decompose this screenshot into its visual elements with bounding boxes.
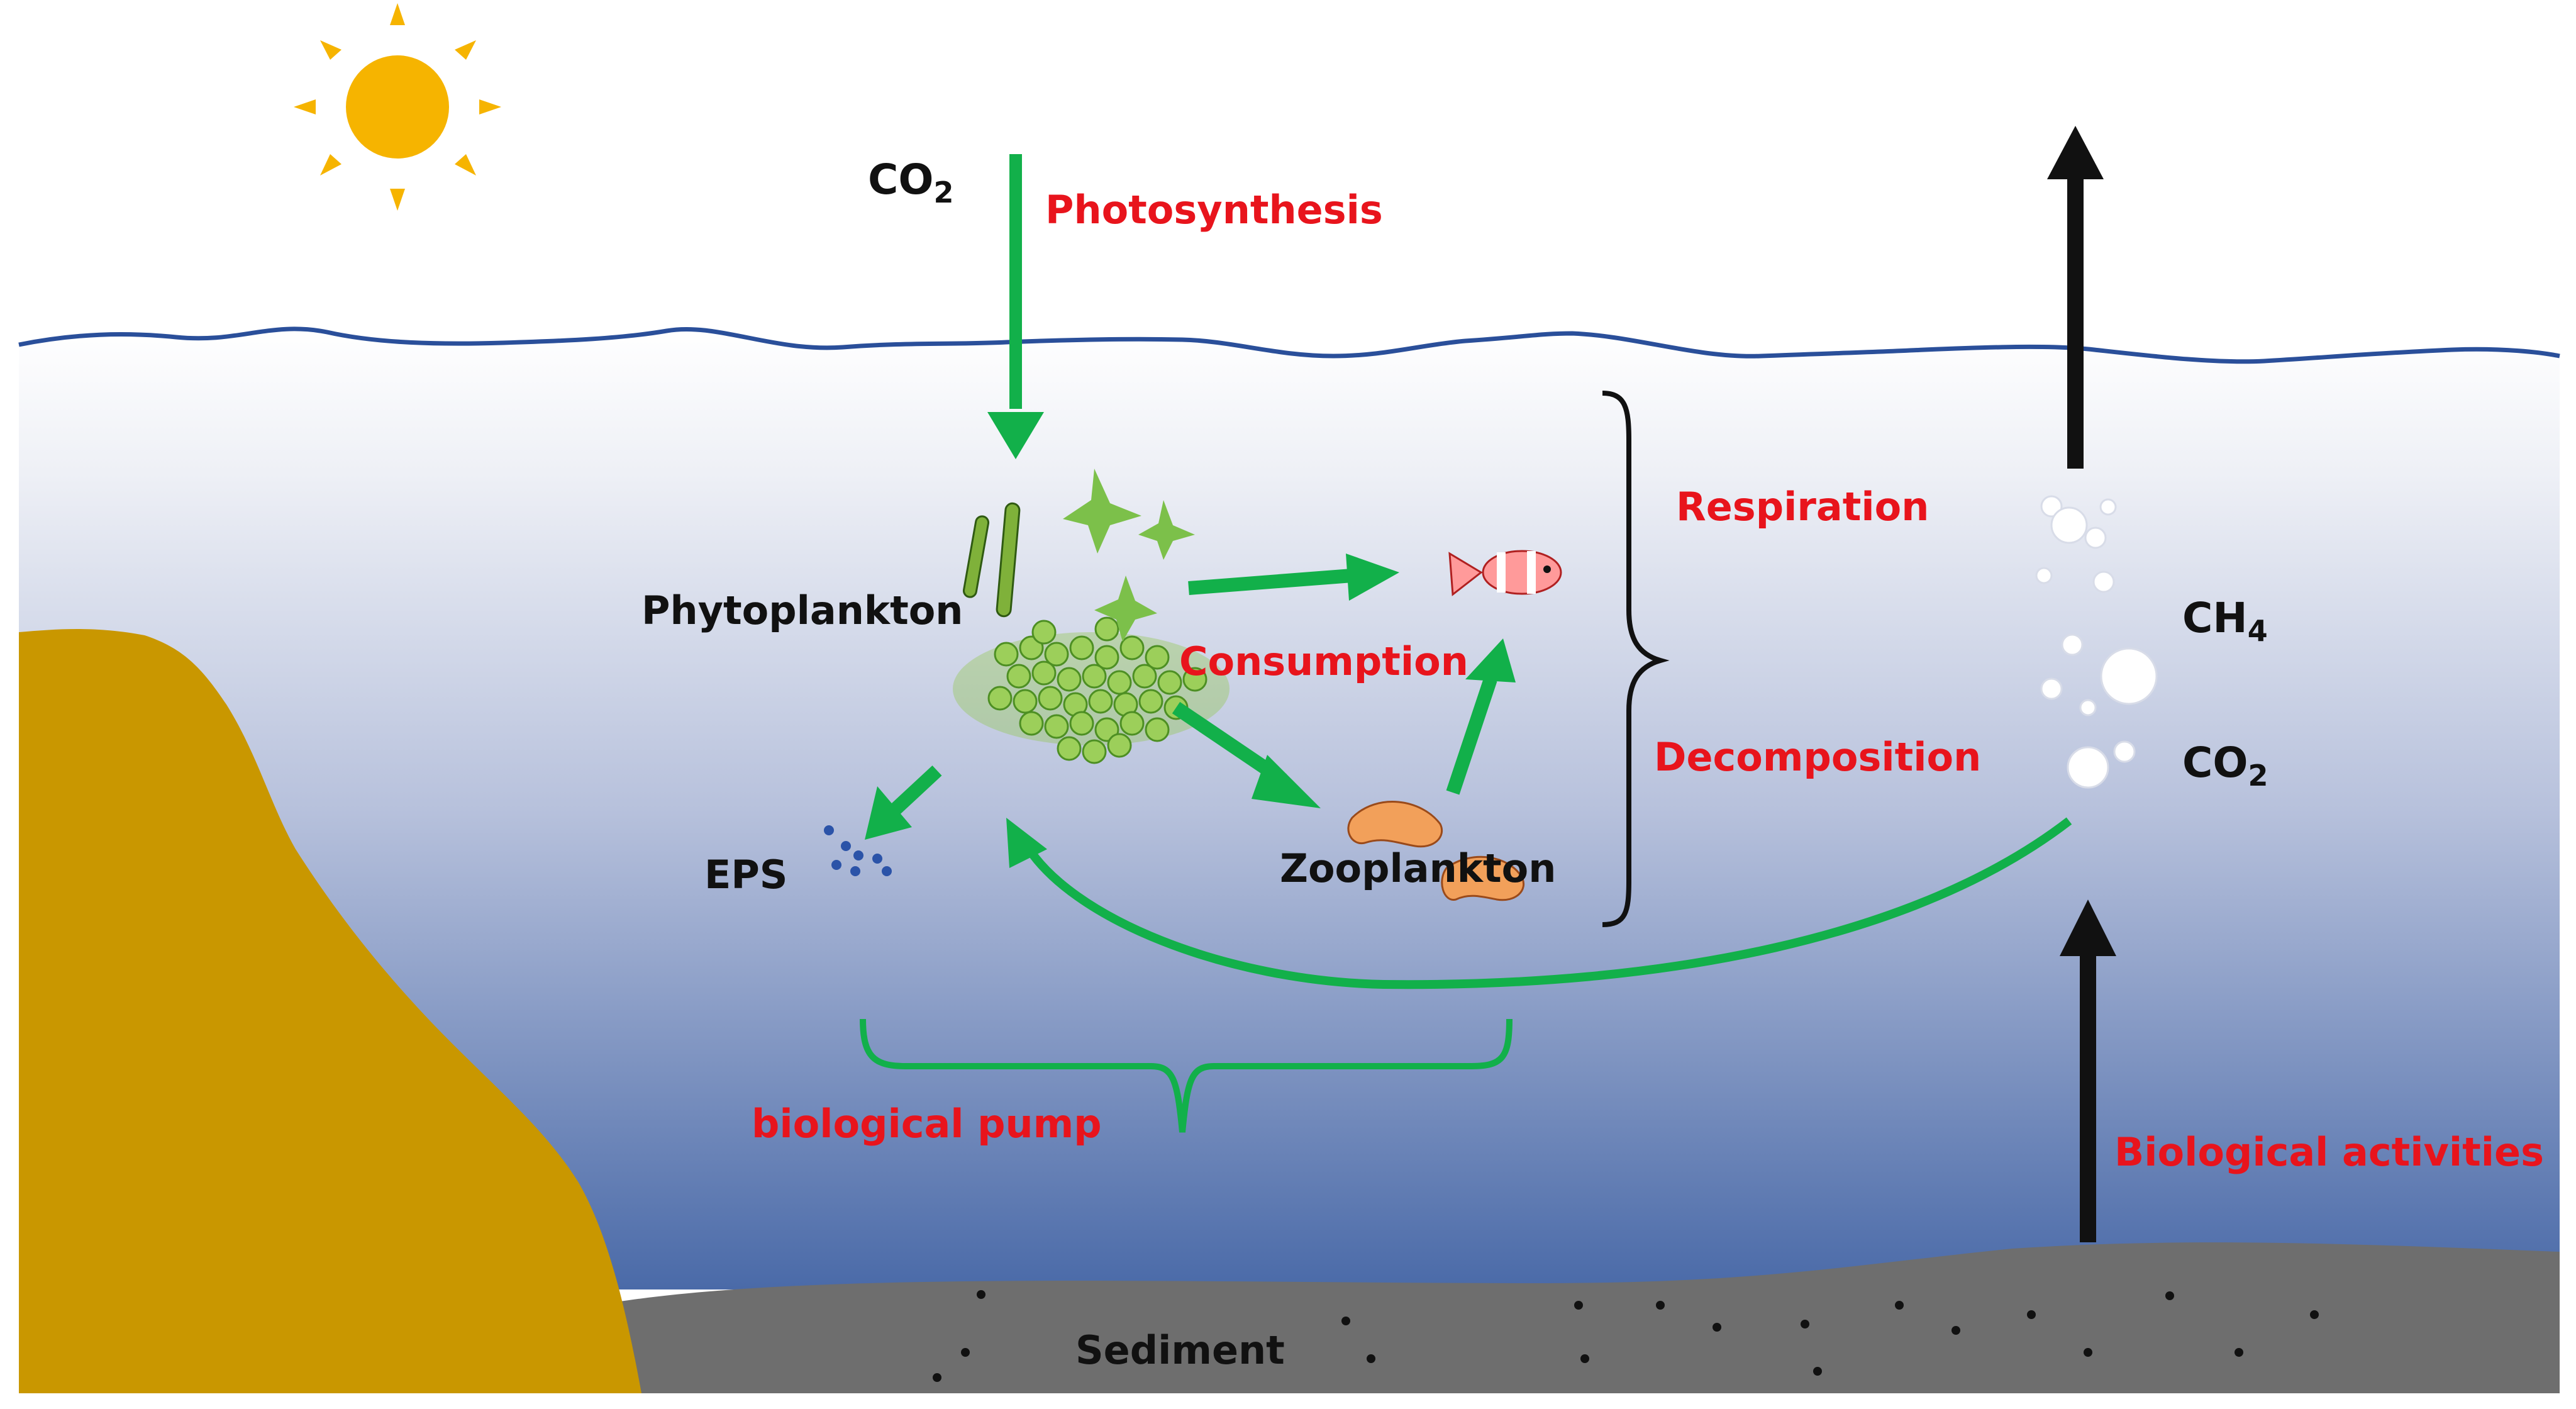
gas-release-arrow-head bbox=[2047, 126, 2104, 179]
biological-pump-brace bbox=[860, 1018, 1513, 1133]
photosynthesis-arrow-head bbox=[987, 412, 1044, 459]
biological-pump-label: biological pump bbox=[752, 1101, 1102, 1147]
zooplankton-label: Zooplankton bbox=[1280, 845, 1556, 891]
water-body bbox=[19, 328, 2560, 1289]
zoo-to-fish-arrow-head bbox=[1465, 638, 1516, 682]
phytoplankton-label: Phytoplankton bbox=[641, 588, 963, 633]
co2-right-label: CO2 bbox=[2182, 738, 2268, 793]
phyto-to-eps-arrow bbox=[888, 765, 942, 817]
decomposition-label: Decomposition bbox=[1654, 734, 1981, 780]
zooplankton-shrimp-icon bbox=[1347, 801, 1525, 901]
consumption-label: Consumption bbox=[1179, 638, 1468, 684]
phyto-to-eps-arrow-head bbox=[865, 786, 912, 840]
water-surface-line bbox=[18, 326, 2560, 364]
fish-icon bbox=[1448, 550, 1562, 596]
respiration-label: Respiration bbox=[1676, 484, 1929, 530]
biological-pump-return-arrow-head bbox=[1006, 818, 1047, 868]
phyto-to-fish-arrow-head bbox=[1346, 554, 1399, 601]
phytoplankton-cluster-icon bbox=[953, 469, 1230, 764]
sediment-dots bbox=[933, 1290, 2319, 1382]
ch4-label: CH4 bbox=[2182, 594, 2268, 648]
respiration-decomposition-bracket bbox=[1602, 391, 1670, 927]
biological-activities-label: Biological activities bbox=[2114, 1129, 2544, 1175]
gas-bubbles-icon bbox=[2035, 495, 2158, 789]
sediment-layer bbox=[616, 1242, 2560, 1393]
zoo-to-fish-arrow bbox=[1446, 677, 1497, 795]
sediment-label: Sediment bbox=[1075, 1327, 1285, 1373]
phyto-to-fish-arrow bbox=[1188, 569, 1353, 595]
phyto-to-zoo-arrow-head bbox=[1252, 755, 1321, 808]
land-mass bbox=[19, 629, 641, 1393]
photosynthesis-label: Photosynthesis bbox=[1045, 187, 1383, 233]
co2-top-label: CO2 bbox=[868, 155, 954, 209]
biological-pump-return-arrow bbox=[1021, 817, 2072, 989]
eps-label: EPS bbox=[704, 852, 787, 898]
eps-particles-icon bbox=[824, 825, 892, 876]
sun-icon bbox=[294, 3, 501, 211]
sediment-upward-arrow-head bbox=[2060, 899, 2116, 956]
